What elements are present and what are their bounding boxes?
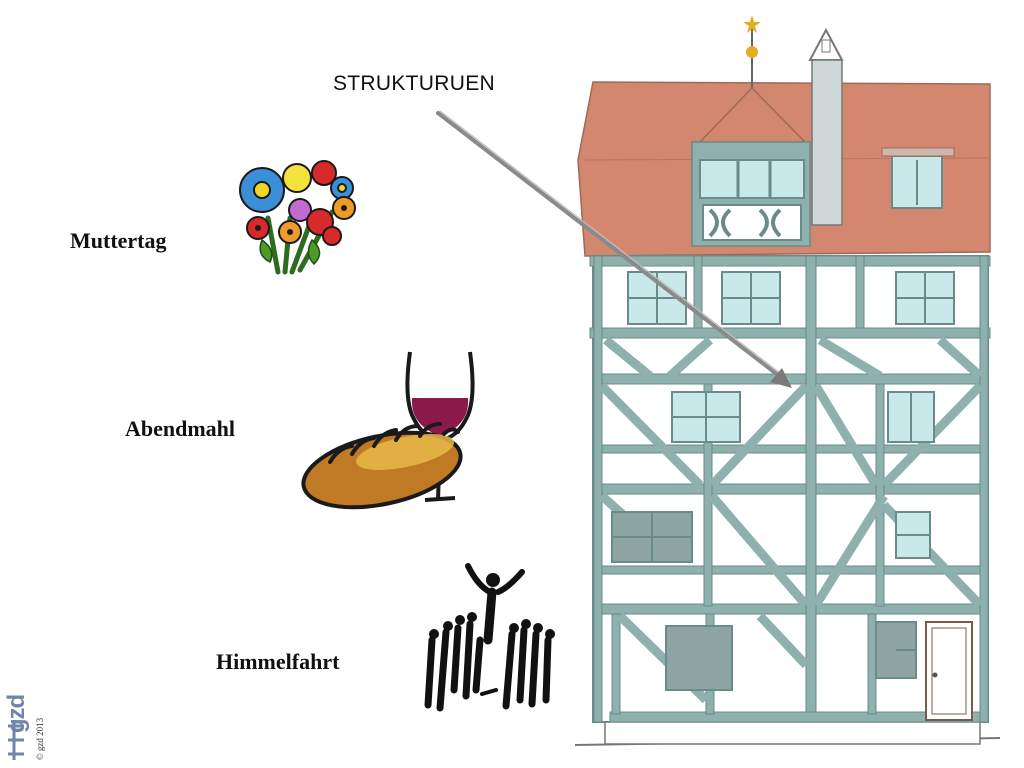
muttertag-label: Muttertag xyxy=(70,228,167,253)
abendmahl-label: Abendmahl xyxy=(125,416,236,441)
strukturen-title: STRUKTURUEN xyxy=(333,72,495,95)
flower-bouquet-icon xyxy=(239,160,356,275)
gzd-logo: gzd xyxy=(3,668,31,760)
copyright-text: © gzd 2013 xyxy=(35,717,45,761)
gzd-logo-text: gzd xyxy=(3,694,31,734)
copyright-notice: © gzd 2013 xyxy=(34,715,46,763)
ascension-figure-icon xyxy=(424,563,555,712)
bread-and-wine-icon xyxy=(301,351,475,510)
himmelfahrt-label: Himmelfahrt xyxy=(216,649,340,674)
chimney xyxy=(808,27,844,226)
door xyxy=(925,621,973,721)
tower-dormer xyxy=(691,141,811,247)
logo-cross-marks xyxy=(8,720,24,760)
arrow-pointer xyxy=(436,110,792,388)
half-timbered-house-illustration xyxy=(574,15,1001,746)
small-dormer xyxy=(881,147,955,209)
